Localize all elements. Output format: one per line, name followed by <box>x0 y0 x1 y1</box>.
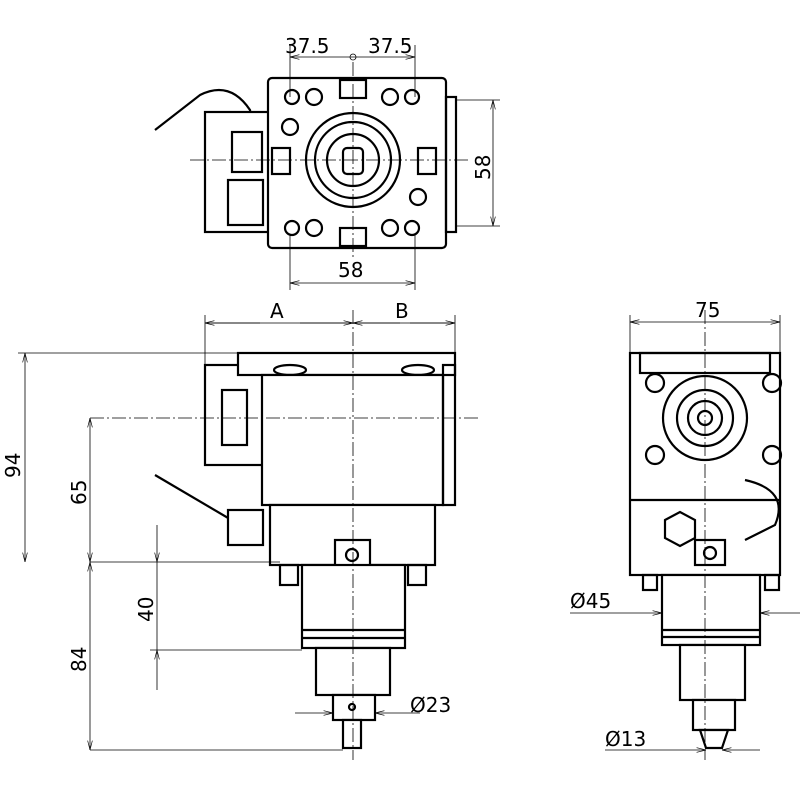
dim-top-right: 37.5 <box>368 34 413 58</box>
side-hose <box>744 478 780 541</box>
bolt-holes <box>280 87 428 238</box>
front-body <box>260 373 445 507</box>
dim-b: B <box>395 299 409 323</box>
top-view: 37.5 37.5 58 58 <box>154 34 500 290</box>
dim-top-left: 37.5 <box>285 34 330 58</box>
side-spindle <box>660 573 762 647</box>
dim-40: 40 <box>134 597 158 622</box>
dim-top-bottom: 58 <box>338 258 363 282</box>
dim-d45: Ø45 <box>570 589 611 613</box>
front-spindle <box>300 563 407 650</box>
dim-d13: Ø13 <box>605 727 646 751</box>
coolant-hose <box>154 88 257 141</box>
front-top-cap <box>236 351 457 377</box>
dim-top-height: 58 <box>471 155 495 180</box>
dim-84: 84 <box>67 647 91 672</box>
front-view: A B 94 65 84 40 Ø23 <box>1 299 480 760</box>
side-view: 75 Ø45 Ø13 <box>570 298 800 760</box>
front-hose <box>154 474 241 526</box>
dim-a: A <box>270 299 284 323</box>
side-bolts <box>644 372 783 466</box>
dim-65: 65 <box>67 480 91 505</box>
front-side-attachment <box>203 363 267 467</box>
dim-75: 75 <box>695 298 720 322</box>
dim-94: 94 <box>1 453 25 478</box>
dim-d23: Ø23 <box>410 693 451 717</box>
